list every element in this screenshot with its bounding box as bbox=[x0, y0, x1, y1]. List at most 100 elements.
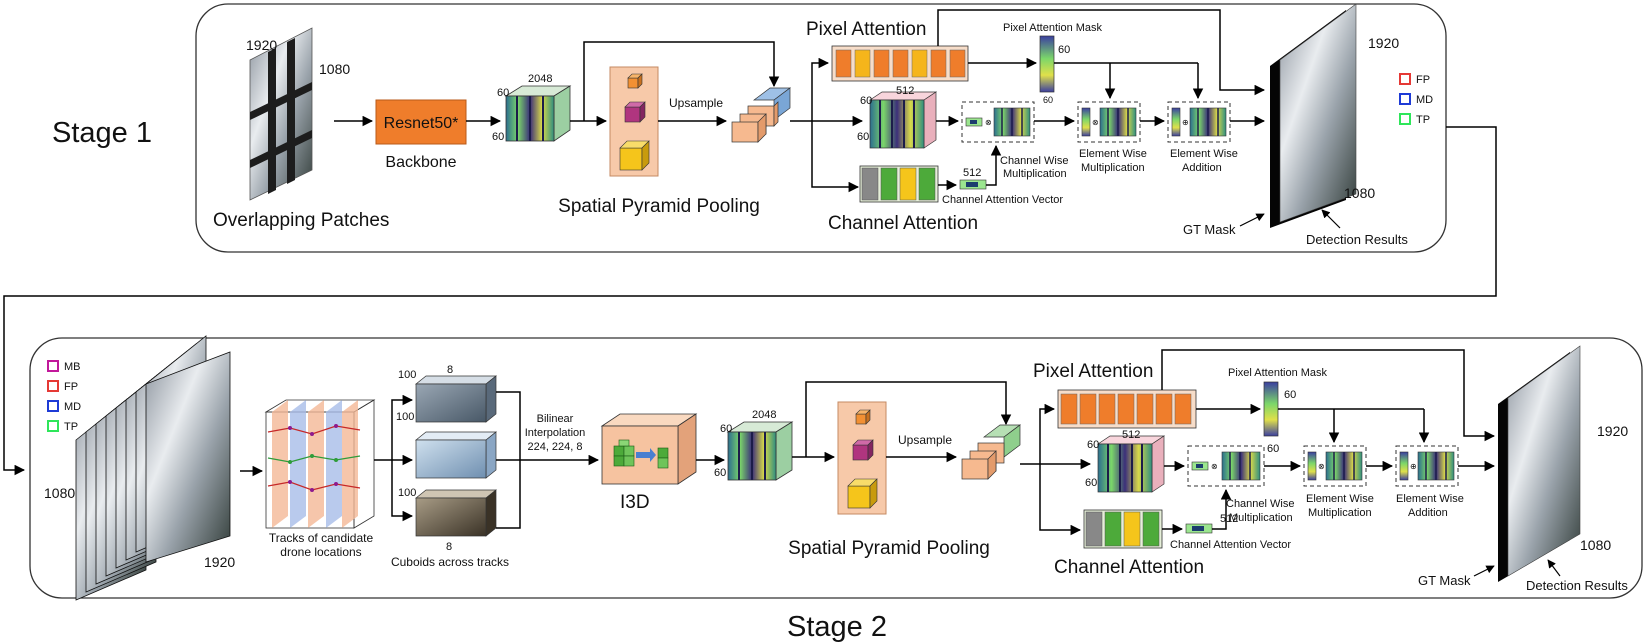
spp-small-cube bbox=[627, 73, 643, 89]
element-wise-add-box bbox=[1167, 101, 1231, 143]
legend-swatch bbox=[1399, 113, 1411, 125]
pixel-attention-mask bbox=[1039, 35, 1055, 93]
legend-swatch bbox=[47, 380, 59, 392]
ewa-label-line2: Addition bbox=[1182, 162, 1222, 174]
ca-channels-label: 512 bbox=[896, 85, 914, 97]
out-height-label: 1080 bbox=[1344, 185, 1375, 201]
s2-channel-mult-symbol: ⊗ bbox=[1211, 462, 1218, 471]
patch-height-label: 1080 bbox=[319, 61, 350, 77]
s2-ca-channels-label: 512 bbox=[1122, 429, 1140, 441]
mask-width-label: 60 bbox=[1043, 95, 1053, 105]
cuboid-bottom bbox=[415, 489, 497, 537]
s2-element-add-symbol: ⊕ bbox=[1410, 462, 1417, 471]
s2-pixel-mask-label: Pixel Attention Mask bbox=[1228, 367, 1328, 379]
s2-ewm-label-line1: Element Wise bbox=[1306, 493, 1374, 505]
s2-ewm-label-line2: Multiplication bbox=[1308, 507, 1372, 519]
legend-swatch bbox=[47, 420, 59, 432]
pixel-attention-title: Pixel Attention bbox=[806, 19, 926, 40]
ewm-label-line2: Multiplication bbox=[1081, 162, 1145, 174]
s2-ca-width-label: 60 bbox=[1085, 477, 1097, 489]
s2-spp-small-cube bbox=[855, 409, 871, 425]
pixel-attention-layers bbox=[831, 45, 969, 82]
s2-element-wise-add-box bbox=[1395, 445, 1459, 487]
s2-channel-wise-mult-box bbox=[1187, 445, 1265, 487]
legend-label: TP bbox=[64, 421, 78, 433]
legend-swatch bbox=[1399, 93, 1411, 105]
channel-attention-vector bbox=[959, 179, 987, 190]
cav-label: Channel Attention Vector bbox=[942, 194, 1063, 206]
detection-results-label: Detection Results bbox=[1306, 232, 1408, 247]
stage1-panel bbox=[195, 3, 1447, 253]
cuboids-label: Cuboids across tracks bbox=[391, 555, 509, 569]
ewa-label-line1: Element Wise bbox=[1170, 148, 1238, 160]
s2-ewa-label-line2: Addition bbox=[1408, 507, 1448, 519]
pixel-mask-label: Pixel Attention Mask bbox=[1003, 22, 1103, 34]
patch-width-label: 1920 bbox=[246, 37, 277, 53]
s2-upsample-label: Upsample bbox=[898, 433, 952, 447]
s2-out-width-label: 1920 bbox=[1597, 423, 1628, 439]
s2-cwm-label-line2: Multiplication bbox=[1229, 512, 1293, 524]
s2-out-height-label: 1080 bbox=[1580, 537, 1611, 553]
cuboid-width-label: 100 bbox=[396, 411, 414, 423]
i3d-label: I3D bbox=[620, 492, 650, 513]
legend-label: MB bbox=[64, 361, 81, 373]
s2-upsampled-feature-stack bbox=[961, 424, 1022, 480]
cuboid-middle bbox=[415, 431, 497, 479]
vector-dim-label: 512 bbox=[963, 167, 981, 179]
spp-label: Spatial Pyramid Pooling bbox=[558, 196, 760, 217]
s2-spp-large-cube bbox=[847, 478, 878, 509]
s2-feature-channels-label: 2048 bbox=[752, 409, 776, 421]
s2-ca-height-label: 60 bbox=[1087, 439, 1099, 451]
element-add-symbol: ⊕ bbox=[1182, 118, 1189, 127]
s2-channel-attention-title: Channel Attention bbox=[1054, 557, 1204, 578]
channel-mult-symbol: ⊗ bbox=[985, 118, 992, 127]
cuboid-bottom-height-label: 100 bbox=[398, 487, 416, 499]
stage2-panel bbox=[29, 337, 1643, 599]
s2-feature-height-label: 60 bbox=[720, 423, 732, 435]
interp-label-line1: Bilinear bbox=[537, 413, 574, 425]
feature-height-label: 60 bbox=[497, 87, 509, 99]
s2-channel-attention-layers bbox=[1083, 509, 1163, 549]
stage1-detection-results-image bbox=[1270, 3, 1357, 228]
stage1-legend: FP MD TP bbox=[1399, 73, 1433, 126]
feature-map-block bbox=[504, 85, 572, 142]
legend-label: MD bbox=[1416, 94, 1433, 106]
s2-pixel-attention-layers bbox=[1057, 389, 1197, 429]
cwm-label-line2: Multiplication bbox=[1003, 168, 1067, 180]
s2-cav-label: Channel Attention Vector bbox=[1170, 539, 1291, 551]
legend-swatch bbox=[1399, 73, 1411, 85]
s2-ewa-label-line1: Element Wise bbox=[1396, 493, 1464, 505]
s2-mask-height-label: 60 bbox=[1284, 389, 1296, 401]
legend-label: MD bbox=[64, 401, 81, 413]
s2-pixel-attention-mask bbox=[1263, 381, 1279, 437]
s2-feature-width-label: 60 bbox=[714, 467, 726, 479]
s2-element-mult-symbol: ⊗ bbox=[1318, 462, 1325, 471]
cuboid-depth-label: 8 bbox=[447, 364, 453, 376]
s2-cwm-label-line1: Channel Wise bbox=[1226, 498, 1294, 510]
s2-detection-results-label: Detection Results bbox=[1526, 578, 1628, 593]
legend-label: FP bbox=[64, 381, 78, 393]
tracks-label-line1: Tracks of candidate bbox=[269, 531, 374, 545]
frames-width-label: 1920 bbox=[204, 554, 235, 570]
candidate-tracks-cube bbox=[264, 399, 376, 529]
tracks-label-line2: drone locations bbox=[280, 545, 361, 559]
frames-height-label: 1080 bbox=[44, 485, 75, 501]
s2-gt-mask-label: GT Mask bbox=[1418, 573, 1471, 588]
s2-element-wise-mult-box bbox=[1303, 445, 1367, 487]
cuboid-height-label: 100 bbox=[398, 369, 416, 381]
feature-width-label: 60 bbox=[492, 131, 504, 143]
s2-ca-feature-block bbox=[1096, 435, 1166, 493]
cwm-label-line1: Channel Wise bbox=[1000, 155, 1068, 167]
i3d-block bbox=[600, 413, 698, 485]
ca-height-label: 60 bbox=[860, 95, 872, 107]
element-mult-symbol: ⊗ bbox=[1092, 118, 1099, 127]
backbone-box-label: Resnet50* bbox=[384, 115, 459, 132]
s2-spp-label: Spatial Pyramid Pooling bbox=[788, 538, 990, 559]
overlapping-patches-image bbox=[249, 27, 313, 201]
legend-swatch bbox=[47, 360, 59, 372]
s2-mask-width-label: 60 bbox=[1267, 443, 1279, 455]
stage2-detection-results-image bbox=[1498, 345, 1581, 582]
s2-feature-map-block bbox=[726, 421, 794, 481]
cuboid-bottom-depth-label: 8 bbox=[446, 541, 452, 553]
